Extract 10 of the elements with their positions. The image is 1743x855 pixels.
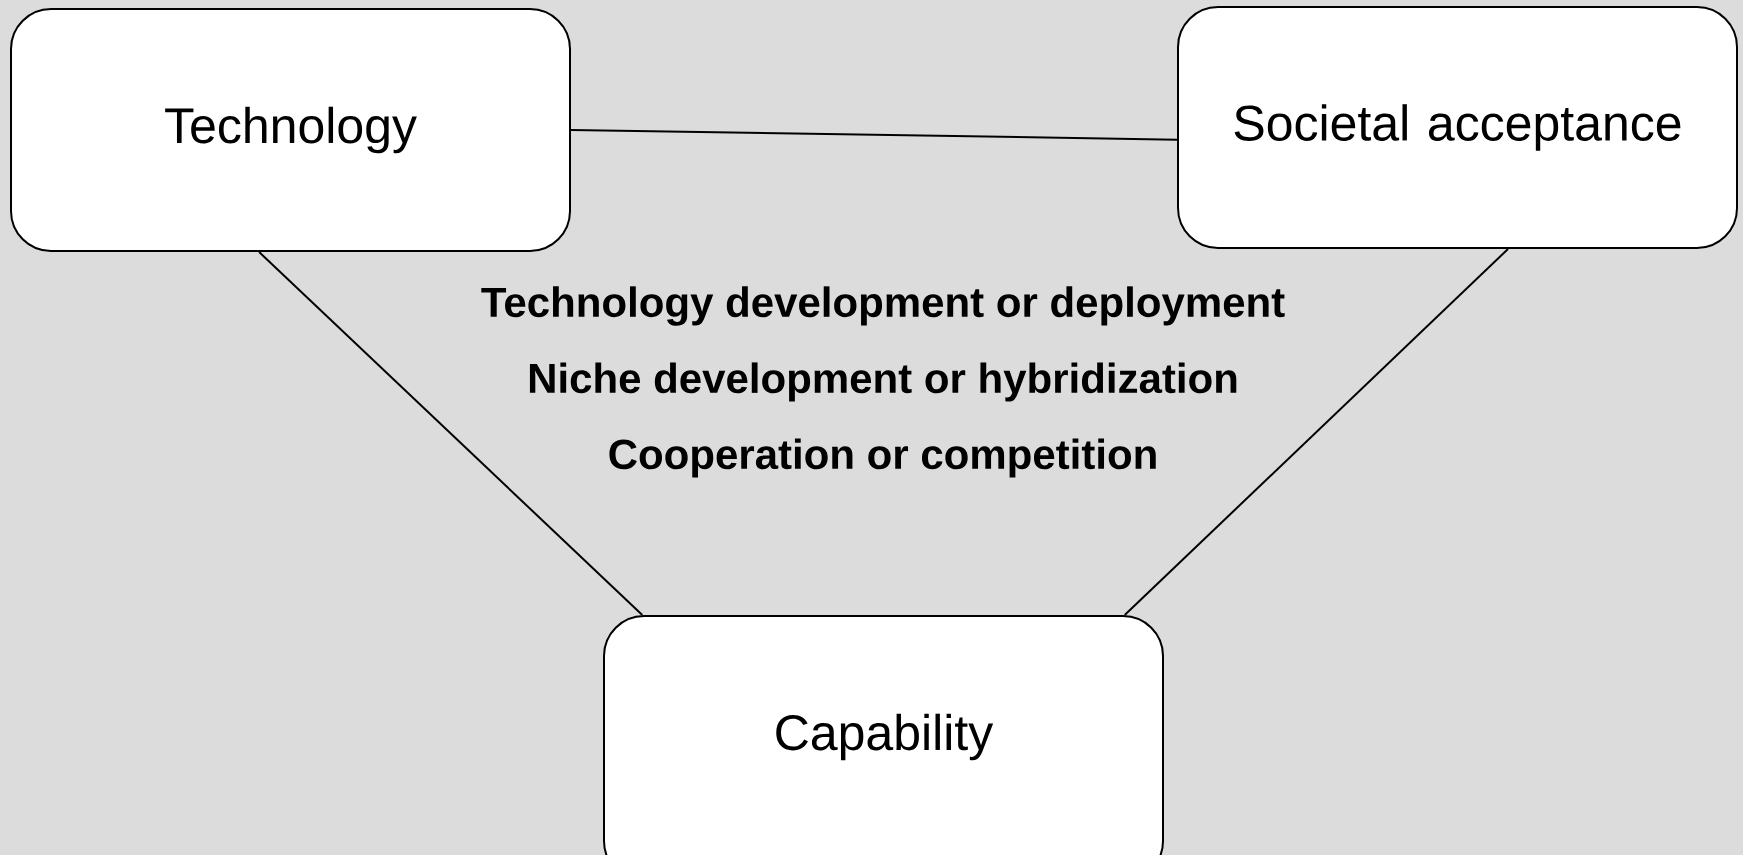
rounded-box: Technology <box>10 8 571 252</box>
center-label: Cooperation or competition <box>609 438 1156 478</box>
node-label: Capability <box>776 713 994 761</box>
connector-line <box>1123 248 1509 616</box>
center-label: Technology development or deployment <box>481 286 1285 326</box>
center-label: Niche development or hybridization <box>529 362 1237 402</box>
rounded-box: Societal acceptance <box>1177 6 1738 249</box>
connector-line <box>258 251 644 616</box>
rounded-box <box>603 615 1164 855</box>
connector-line <box>570 129 1178 141</box>
